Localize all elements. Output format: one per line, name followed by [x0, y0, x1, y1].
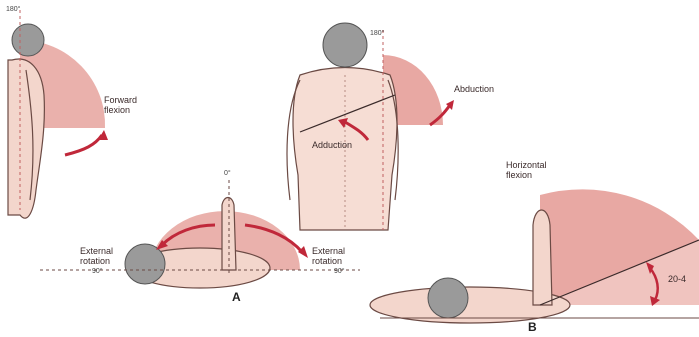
- supine-head: [428, 278, 468, 318]
- horizontal-flexion-figure: [370, 189, 699, 323]
- rotation-head: [125, 244, 165, 284]
- forward-flexion-arrowhead: [98, 130, 108, 140]
- side-head: [12, 24, 44, 56]
- forward-flexion-arrow: [65, 135, 102, 155]
- forward-flexion-label: Forward flexion: [104, 95, 137, 115]
- back-head: [323, 23, 367, 67]
- panel-b-label: B: [528, 320, 537, 334]
- external-rotation-label-right: External rotation: [312, 246, 345, 266]
- forward-flexion-figure: [8, 10, 108, 218]
- external-rotation-label: External rotation: [80, 246, 113, 266]
- deg-top-small: 0°: [224, 170, 231, 177]
- panel-a-label: A: [232, 290, 241, 304]
- horizontal-flexion-label: Horizontal flexion: [506, 160, 547, 180]
- deg-top-left: 180°: [6, 6, 20, 13]
- adduction-label: Adduction: [312, 140, 352, 150]
- angle-label: 20-4: [668, 274, 686, 284]
- deg-left-low: 90°: [92, 268, 103, 275]
- abduction-label: Abduction: [454, 84, 494, 94]
- side-body-outline: [8, 59, 44, 218]
- deg-right-low: 90°: [334, 268, 345, 275]
- deg-back: 180°: [370, 30, 384, 37]
- raised-arm: [533, 210, 552, 305]
- back-figure: [287, 23, 454, 230]
